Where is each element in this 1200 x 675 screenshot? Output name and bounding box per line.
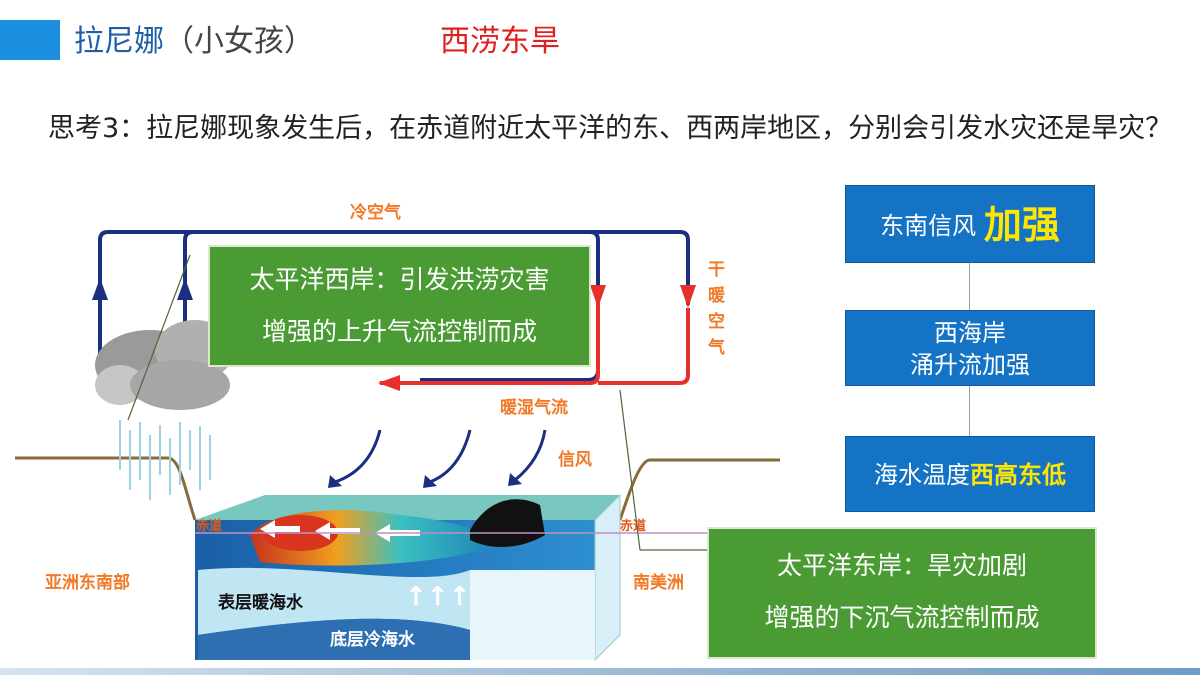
current-arrow xyxy=(315,522,360,540)
east-callout-line2: 增强的下沉气流控制而成 xyxy=(764,603,1040,632)
east-callout-line1: 太平洋东岸：旱灾加剧 xyxy=(776,551,1027,580)
flow-step1-highlight: 加强 xyxy=(983,203,1060,247)
up-arrow-left xyxy=(92,278,108,300)
label-south-america: 南美洲 xyxy=(633,572,684,593)
trade-wind-arrow xyxy=(514,429,547,482)
flow-step2-line1: 西海岸 xyxy=(934,319,1006,347)
label-asia: 亚洲东南部 xyxy=(45,572,130,593)
east-coast-callout: 太平洋东岸：旱灾加剧 增强的下沉气流控制而成 xyxy=(707,527,1097,659)
flow-connector xyxy=(969,386,970,436)
page-title: 拉尼娜（小女孩） xyxy=(74,20,314,64)
title-paren: （小女孩） xyxy=(164,24,314,59)
coast-line-right xyxy=(618,458,780,521)
bottom-layer xyxy=(198,618,470,660)
flow-step2-line2: 涌升流加强 xyxy=(910,351,1030,379)
flow-step1-text: 东南信风 xyxy=(880,212,977,240)
return-flow-low xyxy=(380,290,600,385)
label-trade-wind: 信风 xyxy=(558,449,592,470)
rain-lines xyxy=(119,420,211,500)
down-arrow-mid xyxy=(590,285,606,308)
label-dry-warm-3: 空 xyxy=(708,311,725,332)
upwelling-arrows: ↑↑↑ xyxy=(405,582,470,612)
label-surface-water: 表层暖海水 xyxy=(218,592,304,613)
title-accent-square xyxy=(0,20,60,60)
east-callout-connector xyxy=(619,389,641,551)
up-arrow-right xyxy=(177,278,193,300)
bottom-decoration-bar xyxy=(0,668,1200,675)
trade-wind-arrow xyxy=(429,429,472,484)
west-callout-line1: 太平洋西岸：引发洪涝灾害 xyxy=(249,265,550,294)
label-warm-moist-air: 暖湿气流 xyxy=(500,397,568,418)
la-nina-diagram: 冷空气 干 暖 空 气 暖湿气流 信风 赤道 赤道 亚洲东南部 南美洲 表层暖海… xyxy=(15,202,780,662)
cold-tongue-dark xyxy=(470,499,545,547)
west-callout-line2: 增强的上升气流控制而成 xyxy=(261,317,537,346)
west-arrow-low xyxy=(378,375,400,391)
flow-connector xyxy=(969,263,970,310)
west-callout-connector xyxy=(127,254,191,421)
flow-step-upwelling: 西海岸 涌升流加强 xyxy=(845,310,1095,386)
flow-step-sea-temp: 海水温度西高东低 xyxy=(845,436,1095,512)
label-equator-right: 赤道 xyxy=(620,518,646,534)
title-main: 拉尼娜 xyxy=(74,24,164,59)
surface-layer xyxy=(198,567,470,635)
label-equator-left: 赤道 xyxy=(196,518,222,534)
right-descent xyxy=(598,308,690,385)
label-dry-warm-2: 暖 xyxy=(708,285,726,306)
label-dry-warm-4: 气 xyxy=(707,337,725,358)
ocean-bottom-pale xyxy=(470,570,595,660)
land-left xyxy=(15,460,195,650)
trade-wind-arrow xyxy=(334,429,382,484)
flow-step-trade-wind: 东南信风 加强 xyxy=(845,185,1095,263)
label-bottom-water: 底层冷海水 xyxy=(330,629,416,650)
walker-circulation-right xyxy=(183,230,690,370)
flow-step3-highlight: 西高东低 xyxy=(970,461,1066,489)
ocean-side xyxy=(594,493,621,662)
label-dry-warm-1: 干 xyxy=(708,260,725,280)
question-text: 思考3：拉尼娜现象发生后，在赤道附近太平洋的东、西两岸地区，分别会引发水灾还是旱… xyxy=(48,113,1173,144)
west-coast-callout: 太平洋西岸：引发洪涝灾害 增强的上升气流控制而成 xyxy=(208,245,591,367)
down-arrow-right xyxy=(680,285,696,308)
page-subtitle: 西涝东旱 xyxy=(440,24,560,59)
flow-step3-text: 海水温度 xyxy=(874,461,970,489)
label-cold-air: 冷空气 xyxy=(350,202,401,223)
